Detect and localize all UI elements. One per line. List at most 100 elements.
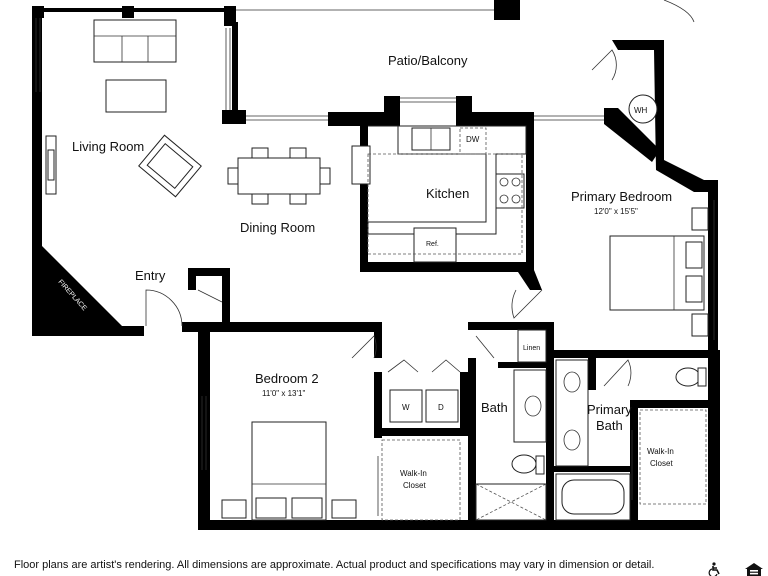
burner [511, 177, 521, 187]
wall [546, 322, 554, 522]
burner [499, 177, 509, 187]
wall [32, 326, 144, 336]
toilet [675, 367, 701, 387]
wall [182, 322, 382, 332]
bath-door [475, 335, 495, 359]
wall [222, 268, 230, 326]
wall [518, 262, 542, 290]
wall [630, 400, 638, 522]
washer-label: W [402, 403, 410, 412]
linen-label: Linen [523, 345, 540, 352]
room-label-primary-bedroom: Primary Bedroom [571, 189, 672, 204]
wall [498, 362, 554, 368]
room-label-kitchen: Kitchen [426, 186, 469, 201]
wall [460, 372, 468, 436]
wall [360, 112, 368, 272]
coffee-table [105, 79, 167, 113]
shower-drain-lines [475, 483, 547, 521]
wall [456, 96, 472, 126]
nightstand [691, 313, 709, 337]
wall [360, 262, 518, 272]
closet-shelving [639, 409, 707, 505]
range [495, 173, 525, 209]
toilet [511, 454, 537, 474]
ref-label: Ref. [426, 241, 439, 248]
bedroom-door [511, 289, 543, 319]
nightstand [331, 499, 357, 519]
laundry-doors [387, 359, 461, 373]
wall [374, 428, 468, 436]
double-vanity [555, 359, 589, 467]
wall [374, 372, 382, 438]
wall [630, 400, 720, 408]
furniture [45, 19, 709, 521]
wall [188, 268, 230, 276]
wall [188, 268, 196, 290]
kitchen-island-end [351, 145, 371, 185]
room-label-entry: Entry [135, 268, 166, 283]
wall [494, 0, 520, 20]
washer [389, 389, 423, 423]
nightstand [221, 499, 247, 519]
room-label-bedroom2: Bedroom 2 [255, 371, 319, 386]
water-heater [628, 94, 658, 124]
dw-label: DW [466, 135, 480, 144]
wall [32, 6, 42, 96]
primary-bedroom-dims: 12'0" x 15'5" [594, 207, 638, 216]
doors [145, 49, 633, 516]
armchair [138, 134, 202, 198]
toilet-tank [697, 367, 707, 387]
closet-shelving [381, 439, 461, 521]
dryer-label: D [438, 403, 444, 412]
tv [47, 149, 55, 181]
chair [319, 167, 331, 185]
walkin1-label-1: Walk-In [400, 469, 427, 478]
wall [554, 466, 638, 472]
wall [384, 96, 400, 126]
wh-door [591, 49, 617, 81]
wall [198, 520, 720, 530]
wall [32, 6, 44, 18]
dryer [425, 389, 459, 423]
wall [232, 22, 238, 122]
chair [227, 167, 239, 185]
sofa [93, 19, 177, 63]
refrigerator [413, 227, 457, 263]
pillow [685, 241, 703, 269]
walkin1-label-2: Closet [403, 481, 426, 490]
toilet-tank [535, 455, 545, 475]
chair [289, 193, 307, 205]
walkin2-label-2: Closet [650, 459, 673, 468]
wall [42, 8, 236, 12]
wall [554, 350, 714, 358]
balcony-rail [663, 0, 695, 23]
primary-bath-door [603, 359, 632, 387]
burner [499, 194, 509, 204]
wall [526, 112, 534, 264]
wall [374, 322, 382, 358]
dining-table [237, 157, 321, 195]
room-label-dining: Dining Room [240, 220, 315, 235]
equal-housing-icon [745, 563, 763, 576]
walls [32, 0, 720, 530]
wall [470, 112, 532, 126]
wall [198, 322, 210, 530]
wall [588, 350, 596, 390]
wall [468, 358, 476, 522]
fireplace-block [32, 236, 132, 336]
bedroom2-dims: 11'0" x 13'1" [262, 389, 305, 398]
pillow [255, 497, 287, 519]
walkin2-label-1: Walk-In [647, 447, 674, 456]
chair [289, 147, 307, 159]
room-label-bath: Bath [481, 400, 508, 415]
disclaimer-text: Floor plans are artist's rendering. All … [14, 559, 655, 571]
wall [708, 350, 720, 530]
windows [35, 0, 715, 470]
chair [251, 147, 269, 159]
sink [563, 429, 581, 451]
room-label-patio: Patio/Balcony [388, 53, 468, 68]
wall [328, 112, 386, 126]
tub-basin [561, 479, 625, 515]
bedroom2-door [351, 335, 377, 359]
